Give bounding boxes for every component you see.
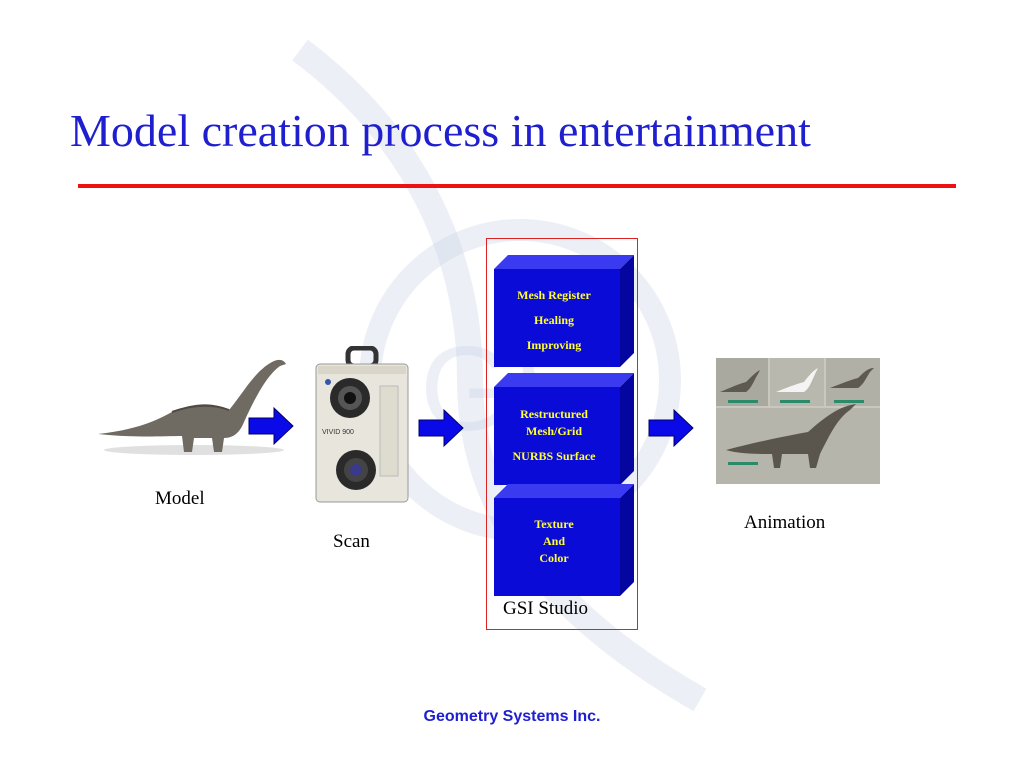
- animation-label: Animation: [744, 512, 826, 533]
- texture-color-box: [494, 484, 634, 596]
- footer-company-name: Geometry Systems Inc.: [423, 708, 601, 725]
- scanner-brand-text: VIVID 900: [322, 429, 354, 436]
- arrow-right-icon: [418, 408, 464, 448]
- box-line: Mesh/Grid: [526, 424, 582, 438]
- 3d-scanner-image: VIVID 900: [315, 346, 409, 503]
- texture-color-text: Texture And Color: [496, 516, 612, 567]
- box-line: Mesh Register: [517, 288, 591, 302]
- nurbs-surface-box: [494, 373, 634, 485]
- dinosaur-model-image: [98, 359, 286, 455]
- box-line: Restructured: [520, 407, 588, 421]
- arrow-right-icon: [248, 406, 294, 446]
- mesh-register-box: [494, 255, 634, 367]
- box-line: Improving: [526, 338, 582, 352]
- animation-screenshot-image: [716, 358, 880, 484]
- slide-title: Model creation process in entertainment: [70, 105, 811, 156]
- box-line: And: [542, 534, 565, 548]
- arrow-right-icon: [648, 408, 694, 448]
- box-line: [496, 440, 612, 448]
- gsi-studio-label: GSI Studio: [503, 598, 588, 619]
- mesh-register-text: Mesh Register Healing Improving: [496, 287, 612, 354]
- box-line: Healing: [533, 313, 574, 327]
- box-line: Texture: [534, 517, 574, 531]
- box-line: NURBS Surface: [512, 449, 596, 463]
- scan-label: Scan: [333, 531, 370, 552]
- nurbs-surface-text: Restructured Mesh/Grid NURBS Surface: [496, 406, 612, 465]
- gsi-studio-frame: [486, 238, 638, 630]
- box-line: Color: [539, 551, 569, 565]
- model-label: Model: [155, 488, 205, 509]
- title-underline: [78, 184, 956, 188]
